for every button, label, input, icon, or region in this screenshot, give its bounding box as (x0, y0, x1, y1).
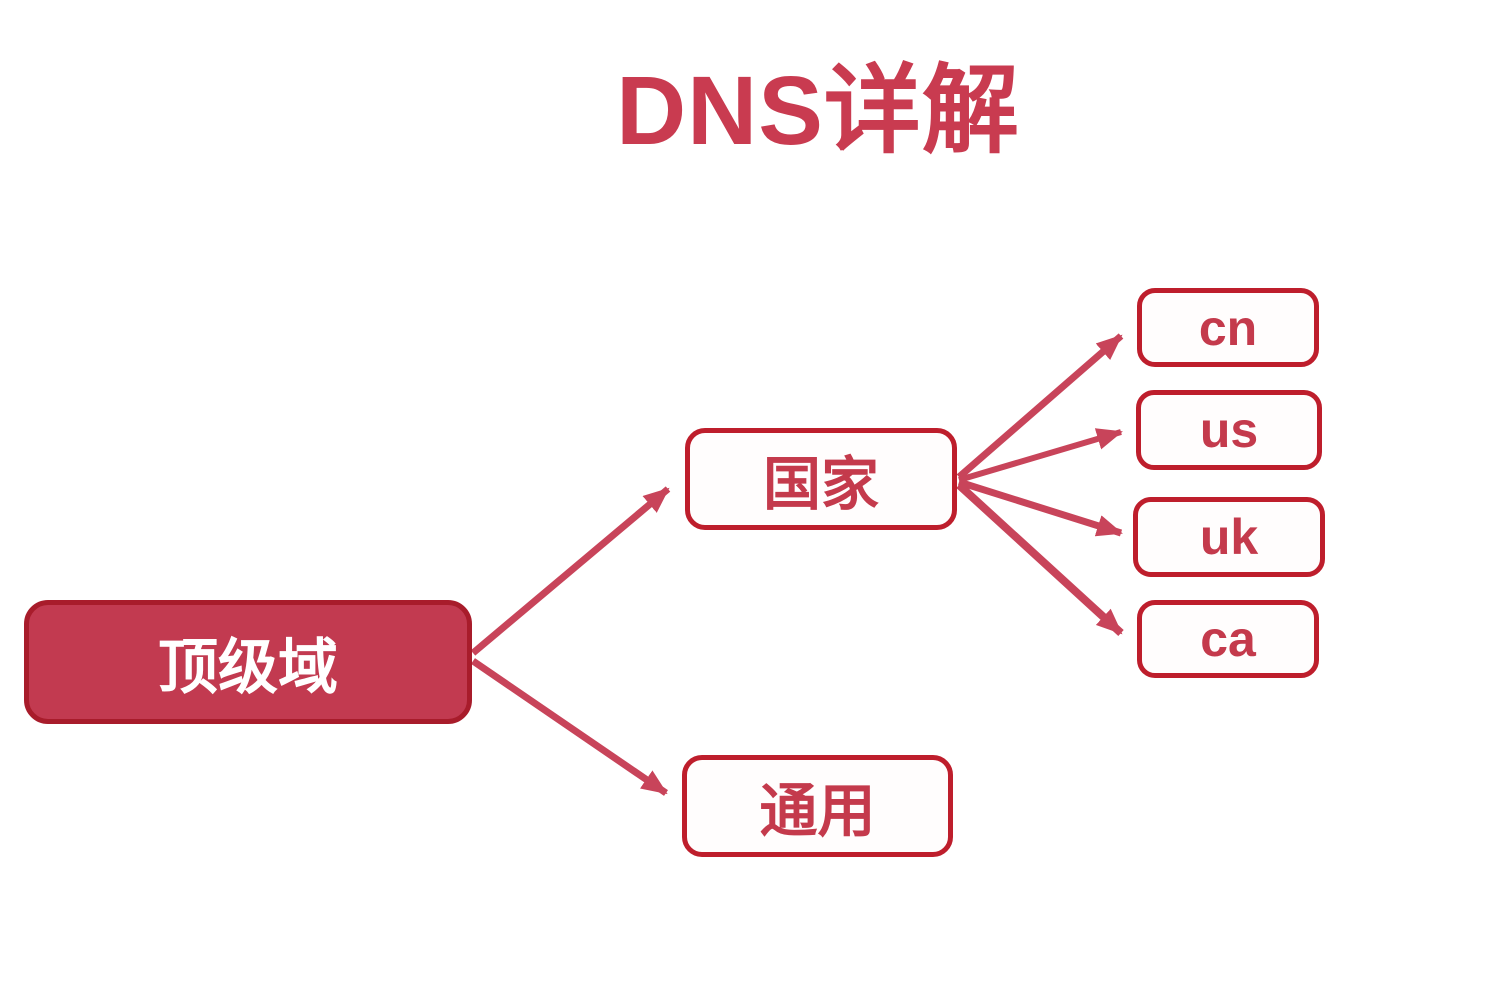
node-top-level-domain-label: 顶级域 (158, 634, 338, 701)
node-country-label: 国家 (762, 452, 879, 517)
node-tld-cn-label: cn (1198, 299, 1258, 356)
node-tld-us-label: us (1199, 402, 1259, 458)
node-tld-us: us (1136, 390, 1322, 470)
node-generic-label: 通用 (759, 779, 876, 844)
node-generic: 通用 (682, 755, 953, 857)
diagram-title: DNS详解 (616, 56, 1020, 165)
node-top-level-domain: 顶级域 (24, 600, 472, 724)
node-tld-uk: uk (1133, 497, 1325, 577)
node-tld-uk-label: uk (1199, 509, 1259, 565)
node-tld-ca: ca (1137, 600, 1319, 678)
node-tld-cn: cn (1137, 288, 1319, 367)
node-country: 国家 (685, 428, 957, 530)
node-tld-ca-label: ca (1200, 611, 1256, 667)
